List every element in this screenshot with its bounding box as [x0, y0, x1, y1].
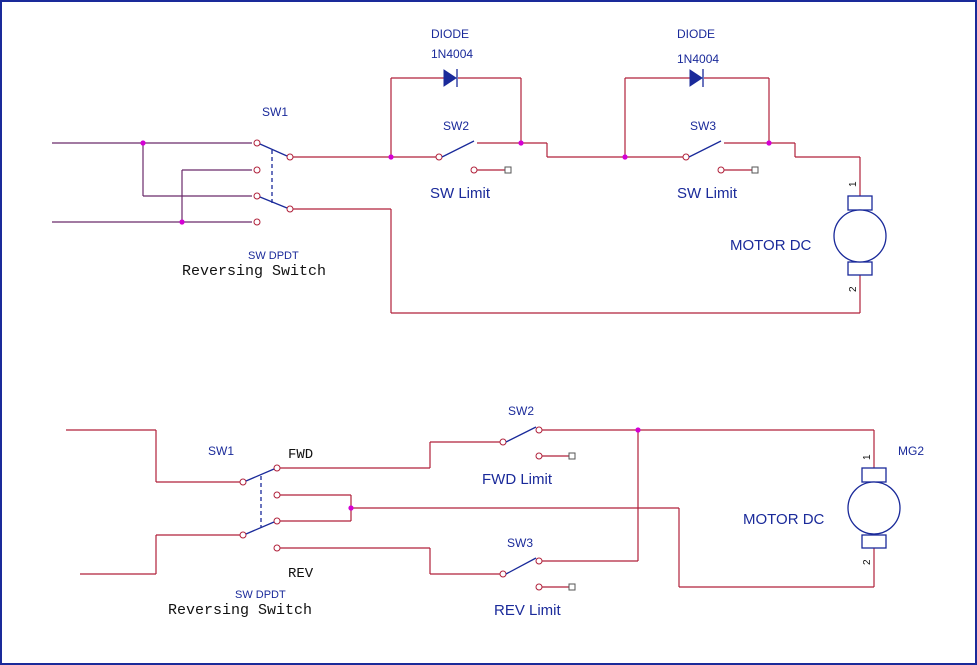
top-sw1-desc: Reversing Switch — [182, 263, 326, 280]
switch-contact — [253, 192, 261, 200]
switch-blade — [441, 140, 475, 158]
bottom-sw1-dpdt-switch — [239, 464, 281, 552]
switch-blade — [688, 140, 722, 158]
switch-blade — [259, 143, 288, 157]
bottom-sw3-desc: REV Limit — [494, 602, 562, 619]
switch-terminal — [751, 166, 759, 174]
switch-terminal — [504, 166, 512, 174]
switch-common — [286, 153, 294, 161]
top-motor-pin2: 2 — [848, 286, 859, 292]
switch-contact — [253, 218, 261, 226]
top-sw2-limit-switch — [435, 140, 521, 174]
switch-contact — [499, 438, 507, 446]
switch-contact — [470, 166, 478, 174]
switch-contact — [273, 517, 281, 525]
motor-brush-bottom — [847, 261, 873, 276]
bottom-sw3-ref: SW3 — [507, 536, 533, 550]
top-sw3-desc: SW Limit — [677, 185, 738, 202]
switch-blade — [245, 521, 275, 535]
junction-dot — [348, 505, 354, 511]
switch-common — [239, 478, 247, 486]
top-motor-label: MOTOR DC — [730, 237, 812, 254]
bottom-sw1-ref: SW1 — [208, 444, 234, 458]
top-diode-1 — [443, 69, 458, 87]
motor-brush-top — [847, 195, 873, 211]
top-diode-2 — [689, 69, 704, 87]
top-diode1-part: 1N4004 — [431, 47, 473, 61]
bottom-sw2-fwd-limit-switch — [499, 426, 576, 460]
junction-dot — [622, 154, 628, 160]
switch-common — [286, 205, 294, 213]
junction-dot — [179, 219, 185, 225]
top-sw3-limit-switch — [682, 140, 769, 174]
bottom-rev-label: REV — [288, 566, 314, 582]
switch-common — [239, 531, 247, 539]
switch-blade — [245, 468, 275, 482]
junction-dot — [518, 140, 524, 146]
top-sw1-dpdt-switch — [253, 139, 294, 226]
bottom-sw2-desc: FWD Limit — [482, 471, 553, 488]
switch-terminal — [568, 452, 576, 460]
switch-contact — [535, 452, 543, 460]
switch-terminal — [568, 583, 576, 591]
bottom-sw1-desc: Reversing Switch — [168, 602, 312, 619]
bottom-sw3-rev-limit-switch — [499, 557, 576, 591]
top-motor-pin1: 1 — [848, 181, 859, 187]
top-circuit: SW1 SW DPDT Reversing Switch DIODE 1N400… — [52, 27, 887, 314]
top-sw1-ref: SW1 — [262, 105, 288, 119]
motor-brush-bottom — [861, 534, 887, 549]
junction-dot — [635, 427, 641, 433]
switch-contact — [273, 464, 281, 472]
switch-contact — [253, 139, 261, 147]
motor-body — [847, 481, 901, 535]
switch-contact — [535, 583, 543, 591]
switch-blade — [505, 557, 537, 575]
switch-contact — [499, 570, 507, 578]
bottom-motor-dc — [847, 467, 901, 549]
bottom-motor-ref: MG2 — [898, 444, 924, 458]
top-sw1-type: SW DPDT — [248, 250, 299, 262]
junction-dot — [388, 154, 394, 160]
top-diode2-name: DIODE — [677, 27, 715, 41]
diode-triangle — [689, 69, 703, 87]
junction-dot — [766, 140, 772, 146]
bottom-circuit: SW1 FWD REV SW DPDT Reversing Switch SW — [66, 404, 924, 619]
switch-blade — [505, 426, 537, 443]
top-sw2-desc: SW Limit — [430, 185, 491, 202]
top-diode1-name: DIODE — [431, 27, 469, 41]
bottom-sw1-type: SW DPDT — [235, 589, 286, 601]
top-sw2-ref: SW2 — [443, 119, 469, 133]
switch-pivot — [535, 426, 543, 434]
switch-contact — [273, 544, 281, 552]
motor-brush-top — [861, 467, 887, 483]
switch-blade — [259, 196, 288, 209]
switch-contact — [273, 491, 281, 499]
switch-pivot — [535, 557, 543, 565]
bottom-motor-pin2: 2 — [862, 559, 873, 565]
bottom-motor-pin1: 1 — [862, 454, 873, 460]
top-diode2-part: 1N4004 — [677, 52, 719, 66]
bottom-fwd-label: FWD — [288, 447, 313, 463]
switch-contact — [682, 153, 690, 161]
motor-body — [833, 209, 887, 263]
diode-triangle — [443, 69, 457, 87]
bottom-sw2-ref: SW2 — [508, 404, 534, 418]
switch-contact — [253, 166, 261, 174]
switch-contact — [717, 166, 725, 174]
top-sw3-ref: SW3 — [690, 119, 716, 133]
junction-dot — [140, 140, 146, 146]
top-motor-dc — [833, 195, 887, 276]
switch-contact — [435, 153, 443, 161]
bottom-motor-label: MOTOR DC — [743, 511, 825, 528]
